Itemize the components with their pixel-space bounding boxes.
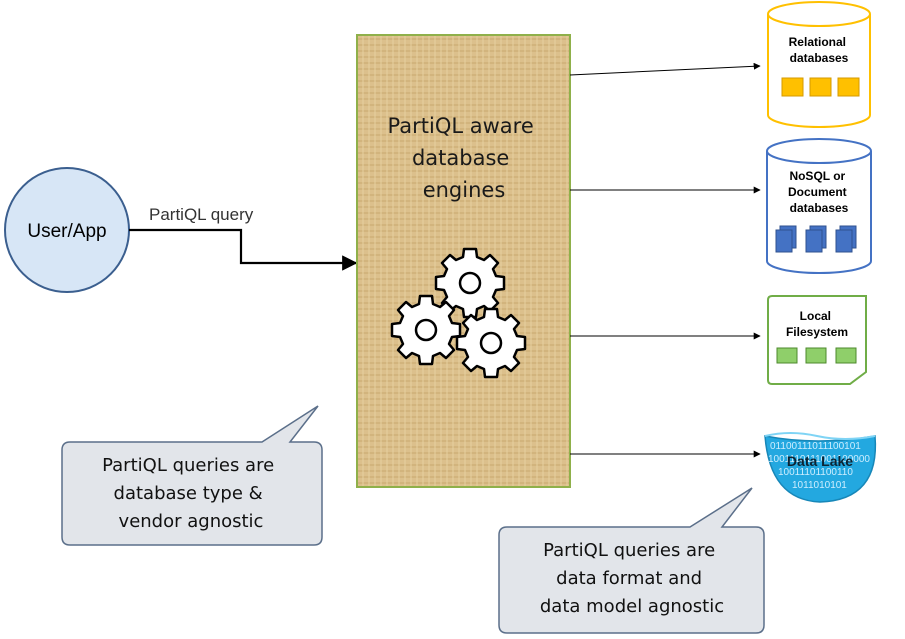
output-arrows [569, 62, 761, 458]
engine-title: PartiQL aware database engines [388, 114, 541, 202]
callout-right-text: PartiQL queries are data format and data… [540, 540, 724, 617]
engine-title-line-2: database [412, 146, 509, 170]
nosql-label: NoSQL or Document databases [788, 169, 850, 215]
data-lake-label: Data Lake [787, 453, 853, 469]
filesystem-node: Local Filesystem [767, 295, 867, 385]
user-app-label: User/App [27, 221, 106, 242]
relational-label-line-2: databases [790, 51, 849, 65]
gears-icon [390, 247, 527, 379]
callout-right-line-2: data format and [556, 568, 702, 589]
arrow-relational [569, 62, 761, 76]
relational-table-icons [781, 77, 860, 97]
callout-left-text: PartiQL queries are database type & vend… [102, 455, 280, 532]
filesystem-label: Local Filesystem [786, 309, 848, 339]
nosql-database-node: NoSQL or Document databases [766, 138, 872, 274]
engine-box: PartiQL aware database engines [356, 34, 571, 488]
callout-right-line-3: data model agnostic [540, 596, 724, 617]
query-connector: PartiQL query [129, 205, 358, 271]
engine-title-line-1: PartiQL aware [388, 114, 534, 138]
callout-left-line-2: database type & [114, 483, 263, 504]
callout-left-line-3: vendor agnostic [119, 511, 264, 532]
user-app-node: User/App [4, 167, 130, 293]
data-lake-bits-1: 01100111011100101 [770, 441, 861, 452]
relational-label: Relational databases [789, 35, 850, 65]
data-lake-bits-3: 10011101100110 [778, 467, 853, 478]
filesystem-label-line-1: Local [800, 309, 831, 323]
data-lake-bits-2: 1001110111001100000 [768, 454, 870, 465]
nosql-label-line-1: NoSQL or [789, 169, 845, 183]
callout-right-line-1: PartiQL queries are [543, 540, 715, 561]
engine-title-line-3: engines [423, 178, 506, 202]
callout-right: PartiQL queries are data format and data… [498, 487, 765, 634]
relational-database-node: Relational databases [767, 1, 871, 128]
data-lake-bits: 01100111011100101 1001110111001100000 10… [768, 441, 873, 491]
callout-left-line-1: PartiQL queries are [102, 455, 274, 476]
data-lake-bits-4: 1011010101 [792, 480, 847, 491]
callout-left: PartiQL queries are database type & vend… [61, 405, 323, 546]
data-lake-node: 01100111011100101 1001110111001100000 10… [764, 432, 877, 503]
nosql-label-line-3: databases [790, 201, 849, 215]
relational-label-line-1: Relational [789, 35, 846, 49]
nosql-label-line-2: Document [788, 185, 847, 199]
file-icons [776, 347, 857, 364]
document-stack-icons [775, 225, 857, 253]
filesystem-label-line-2: Filesystem [786, 325, 848, 339]
query-label: PartiQL query [149, 205, 254, 224]
